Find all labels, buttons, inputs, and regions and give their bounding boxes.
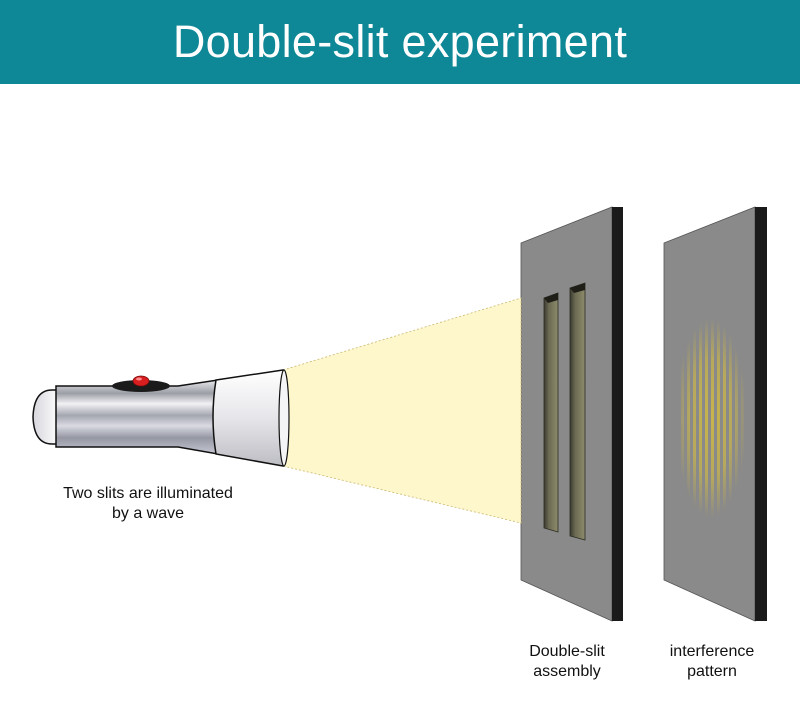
slit-openings bbox=[543, 282, 586, 541]
page-title: Double-slit experiment bbox=[172, 16, 628, 67]
interference-pattern-label: interference pattern bbox=[652, 642, 772, 682]
title-bar: Double-slit experiment bbox=[0, 0, 800, 84]
slit-assembly-label: Double-slit assembly bbox=[512, 642, 622, 682]
source-label-line1: Two slits are illuminated bbox=[63, 485, 233, 502]
light-beam bbox=[282, 297, 522, 524]
slit-label-line1: Double-slit bbox=[529, 643, 605, 660]
screen-panel bbox=[663, 206, 767, 622]
source-label-line2: by a wave bbox=[111, 505, 185, 522]
power-button-icon bbox=[112, 375, 170, 392]
screen-label-line2: pattern bbox=[687, 663, 737, 680]
source-label: Two slits are illuminated by a wave bbox=[48, 484, 248, 524]
interference-fringes bbox=[681, 318, 744, 518]
flashlight-icon bbox=[32, 369, 290, 467]
screen-label-line1: interference bbox=[669, 643, 755, 660]
slit-left bbox=[543, 292, 559, 533]
slit-right bbox=[569, 282, 586, 541]
slit-label-line2: assembly bbox=[533, 663, 601, 680]
